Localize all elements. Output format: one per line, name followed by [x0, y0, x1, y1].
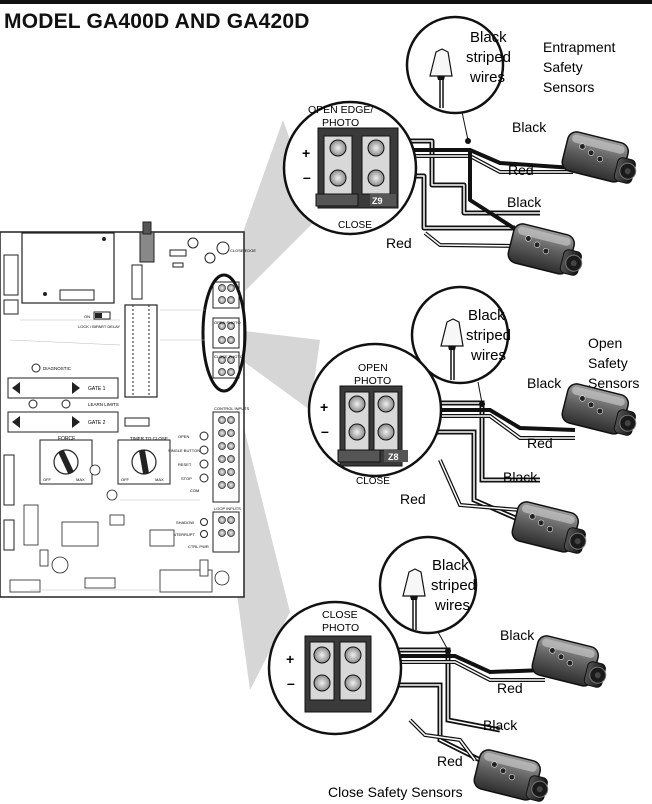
board-close-edge-label: CLOSE EDGE	[230, 248, 256, 253]
photo-eye-sensor	[511, 501, 587, 554]
stop-button-label: STOP	[181, 476, 192, 481]
section-open: Black striped wires Z8 OPEN PHOTO CLOSE …	[307, 285, 639, 523]
entrapment-zone-label: Z9	[372, 196, 383, 206]
diagnostic-label: DIAGNOSTIC	[43, 366, 72, 371]
entrapment-sensor-label-3: Sensors	[543, 79, 594, 95]
force-off-label: OFF	[43, 477, 52, 482]
reset-button-label: RESET	[178, 462, 192, 467]
interrupt-label: INTERRUPT	[172, 532, 195, 537]
entrapment-close-label: CLOSE	[338, 220, 372, 231]
entrapment-wire-black-1: Black	[512, 119, 547, 135]
entrapment-terminal-label-1: OPEN EDGE/	[308, 104, 373, 116]
close-wire-black-1: Black	[500, 627, 535, 643]
close-wires	[370, 647, 546, 763]
com-label: COM	[190, 488, 199, 493]
close-callout-line2: striped	[431, 577, 476, 594]
gate2-label: GATE 2	[88, 420, 106, 426]
board-loop-inputs-label: LOOP INPUTS	[214, 506, 241, 511]
sensors	[473, 131, 637, 802]
open-minus-sign: –	[321, 423, 329, 439]
control-buttons	[199, 431, 209, 483]
ctrl-pwr-label: CTRL PWR	[188, 544, 209, 549]
close-wire-black-2: Black	[483, 717, 518, 733]
terminal-screws	[218, 284, 235, 537]
wire-nut-icon	[440, 318, 464, 347]
section-entrapment: Black striped wires Z9 OPEN EDGE/ PHOTO …	[282, 15, 615, 251]
gate1-label: GATE 1	[88, 386, 106, 392]
entrapment-wire-red-2: Red	[386, 235, 412, 251]
open-callout-line2: striped	[466, 327, 511, 344]
open-terminal-label-2: PHOTO	[354, 375, 391, 387]
lock-label: LOCK / BIPART DELAY	[78, 324, 120, 329]
open-sensor-label-1: Open	[588, 335, 622, 351]
open-plus-sign: +	[320, 399, 328, 415]
section-close: Black striped wires CLOSE PHOTO + – Blac…	[267, 535, 546, 800]
close-sensor-label: Close Safety Sensors	[328, 784, 463, 800]
close-callout-circle	[378, 535, 478, 635]
photo-eye-sensor	[561, 383, 637, 436]
photo-eye-sensor	[473, 749, 549, 802]
entrapment-minus-sign: –	[303, 169, 311, 185]
open-wire-black-1: Black	[527, 375, 562, 391]
open-callout-line3: wires	[470, 347, 506, 364]
terminal-highlight-ring	[201, 273, 247, 393]
open-sensor-label-3: Sensors	[588, 375, 639, 391]
close-wire-red-2: Red	[437, 753, 463, 769]
open-zone-label: Z8	[388, 452, 399, 462]
force-max-label: MAX	[76, 477, 85, 482]
timer-off-label: OFF	[121, 477, 130, 482]
timer-max-label: MAX	[155, 477, 164, 482]
misc-parts	[9, 464, 230, 593]
board-close-photo-label: CLOSE PHOTO	[214, 354, 243, 359]
close-callout-line1: Black	[432, 557, 469, 574]
lock-on-label: ON	[84, 314, 90, 319]
single-button-label: SINGLE BUTTON	[168, 448, 200, 453]
board-open-photo-label: OPEN PHOTO	[214, 320, 241, 325]
entrapment-plus-sign: +	[302, 145, 310, 161]
entrapment-wire-black-2: Black	[507, 194, 542, 210]
page-title: MODEL GA400D AND GA420D	[4, 10, 310, 33]
entrapment-sensor-label-2: Safety	[543, 59, 583, 75]
circuit-board: CLOSE EDGE OPEN PHOTO CLOSE PHOTO	[0, 221, 256, 598]
entrapment-callout-line1: Black	[470, 29, 507, 46]
entrapment-callout-line2: striped	[466, 49, 511, 66]
entrapment-terminal-label-2: PHOTO	[322, 117, 359, 129]
entrapment-callout-circle	[405, 15, 505, 115]
force-label: FORCE	[58, 436, 76, 442]
open-sensor-label-2: Safety	[588, 355, 628, 371]
entrapment-callout-line3: wires	[469, 69, 505, 86]
wire-nut-icon	[429, 48, 453, 77]
photo-eye-sensor	[507, 223, 583, 276]
terminal-strip	[212, 281, 240, 553]
open-wire-black-2: Black	[503, 469, 538, 485]
close-terminal-label-2: PHOTO	[322, 622, 359, 634]
entrapment-sensor-label-1: Entrapment	[543, 39, 615, 55]
shadow-label: SHADOW	[176, 520, 194, 525]
board-control-inputs-label: CONTROL INPUTS	[214, 406, 250, 411]
open-close-label: CLOSE	[356, 476, 390, 487]
open-terminal-label-1: OPEN	[358, 362, 388, 374]
photo-eye-sensor	[531, 635, 607, 688]
close-callout-line3: wires	[434, 597, 470, 614]
learn-limits-label: LEARN LIMITS	[88, 402, 119, 407]
entrapment-wire-red-1: Red	[508, 162, 534, 178]
open-wire-red-1: Red	[527, 435, 553, 451]
open-button-label: OPEN	[178, 434, 189, 439]
close-wire-red-1: Red	[497, 680, 523, 696]
board-traces	[9, 309, 205, 591]
close-terminal-label-1: CLOSE	[322, 609, 358, 621]
top-rule	[0, 0, 652, 4]
close-plus-sign: +	[286, 651, 294, 667]
open-wire-red-2: Red	[400, 491, 426, 507]
close-minus-sign: –	[287, 675, 295, 691]
wire-nut-icon	[402, 568, 426, 597]
timer-label: TIMER TO CLOSE	[130, 436, 168, 441]
open-callout-line1: Black	[468, 307, 505, 324]
photo-eye-sensor	[561, 131, 637, 184]
